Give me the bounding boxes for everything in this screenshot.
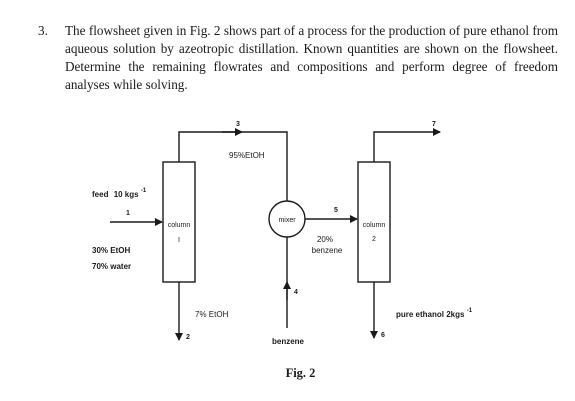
stream-7-number: 7 <box>432 121 436 128</box>
feed-label: feed 10 kgs -1 <box>92 188 147 199</box>
column-2-number: 2 <box>372 236 376 243</box>
stream-7-line <box>373 128 441 162</box>
column-1-label: column <box>168 222 191 229</box>
stream-3-composition: 95%EtOH <box>229 151 265 160</box>
column-2-label: column <box>363 222 386 229</box>
stream-6-number: 6 <box>381 332 385 339</box>
stream-4-number: 4 <box>294 289 298 296</box>
stream-4-label: benzene <box>272 337 305 346</box>
stream-2-number: 2 <box>186 334 190 341</box>
column-1-number: I <box>178 237 180 244</box>
stream-5-composition-name: benzene <box>312 246 343 255</box>
mixer-label: mixer <box>278 217 296 224</box>
stream-5-number: 5 <box>334 207 338 214</box>
stream-2-composition: 7% EtOH <box>195 310 229 319</box>
stream-5-composition-percent: 20% <box>317 235 333 244</box>
figure-caption: Fig. 2 <box>285 366 316 380</box>
problem-statement: 3. The flowsheet given in Fig. 2 shows p… <box>38 22 558 94</box>
problem-number: 3. <box>38 23 48 38</box>
stream-6-label: pure ethanol 2kgs -1 <box>396 308 473 319</box>
feed-composition-ethanol: 30% EtOH <box>92 246 130 255</box>
stream-3-number: 3 <box>236 121 240 128</box>
feed-composition-water: 70% water <box>92 262 131 271</box>
stream-1-number: 1 <box>126 210 130 217</box>
problem-text: The flowsheet given in Fig. 2 shows part… <box>65 23 558 92</box>
